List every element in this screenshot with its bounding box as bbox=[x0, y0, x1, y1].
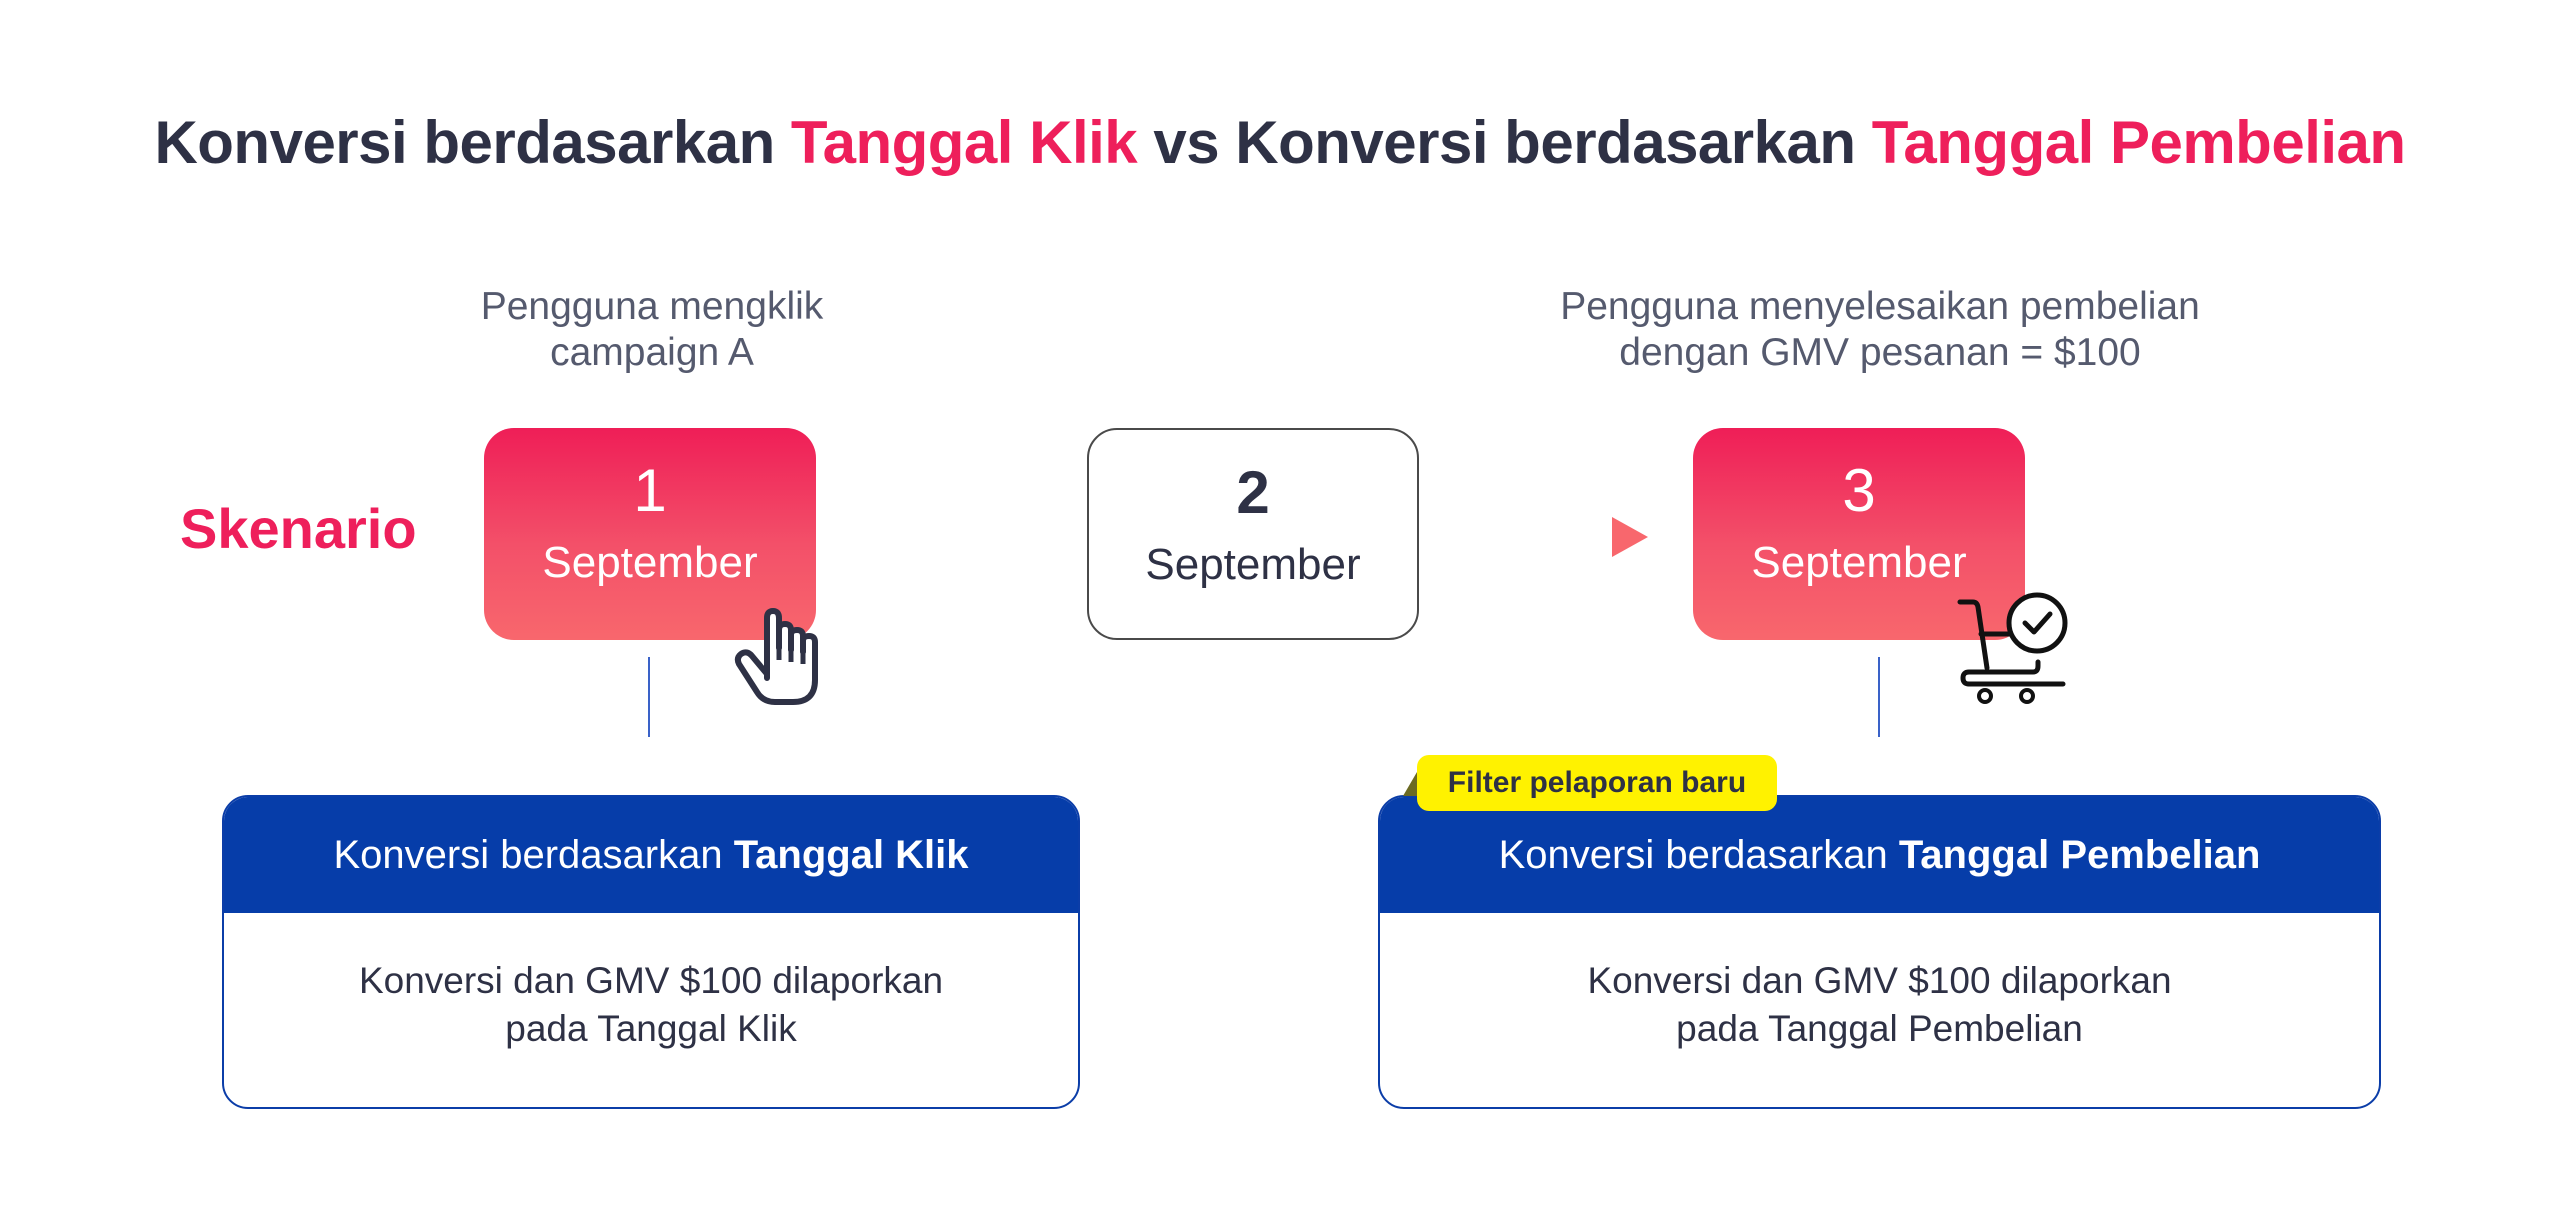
purchase-date-card: Konversi berdasarkan Tanggal Pembelian K… bbox=[1378, 795, 2381, 1109]
click-caption-line-2: campaign A bbox=[550, 331, 754, 374]
date-day: 1 bbox=[633, 457, 667, 524]
page-title: Konversi berdasarkan Tanggal Klik vs Kon… bbox=[0, 108, 2560, 177]
badge-fold bbox=[1403, 772, 1417, 796]
scenario-label: Skenario bbox=[180, 497, 417, 560]
date-box-day-3: 3 September bbox=[1693, 428, 2025, 640]
card-body-line-1: Konversi dan GMV $100 dilaporkan bbox=[1587, 960, 2172, 1001]
dashed-connector bbox=[866, 534, 1060, 540]
card-body-line-2: pada Tanggal Klik bbox=[505, 1008, 797, 1049]
card-header-bold: Tanggal Klik bbox=[733, 833, 969, 877]
purchase-caption-line-1: Pengguna menyelesaikan pembelian bbox=[1560, 285, 2200, 328]
date-day: 2 bbox=[1236, 459, 1270, 526]
card-body-line-2: pada Tanggal Pembelian bbox=[1676, 1008, 2083, 1049]
purchase-date-card-header: Konversi berdasarkan Tanggal Pembelian bbox=[1380, 797, 2379, 913]
date-month: September bbox=[1751, 538, 1967, 587]
card-header-text: Konversi berdasarkan bbox=[1498, 833, 1899, 877]
connector-line-purchase bbox=[1878, 657, 1880, 737]
date-month: September bbox=[1145, 540, 1361, 589]
purchase-caption: Pengguna menyelesaikan pembelian dengan … bbox=[1430, 284, 2330, 376]
card-body-line-1: Konversi dan GMV $100 dilaporkan bbox=[358, 960, 944, 1001]
purchase-caption-line-2: dengan GMV pesanan = $100 bbox=[1619, 331, 2141, 374]
arrow-connector bbox=[1438, 517, 1648, 557]
hand-pointer-icon bbox=[734, 608, 818, 705]
connector-line-click bbox=[648, 657, 650, 737]
card-header-text: Konversi berdasarkan bbox=[333, 833, 734, 877]
date-day: 3 bbox=[1842, 457, 1876, 524]
title-part-2: vs Konversi berdasarkan bbox=[1137, 109, 1872, 176]
title-highlight-purchase-date: Tanggal Pembelian bbox=[1871, 109, 2406, 176]
date-month: September bbox=[542, 538, 758, 587]
title-part-1: Konversi berdasarkan bbox=[154, 109, 791, 176]
click-date-card: Konversi berdasarkan Tanggal Klik Konver… bbox=[222, 795, 1080, 1109]
new-filter-badge: Filter pelaporan baru bbox=[1417, 755, 1777, 811]
title-highlight-click-date: Tanggal Klik bbox=[790, 109, 1138, 176]
card-header-bold: Tanggal Pembelian bbox=[1898, 833, 2261, 877]
click-date-card-body: Konversi dan GMV $100 dilaporkan pada Ta… bbox=[224, 913, 1078, 1053]
cart-check-icon bbox=[1957, 592, 2068, 704]
date-box-day-1: 1 September bbox=[484, 428, 816, 640]
click-caption-line-1: Pengguna mengklik bbox=[480, 285, 824, 328]
date-box-day-2: 2 September bbox=[1087, 428, 1419, 640]
click-date-card-header: Konversi berdasarkan Tanggal Klik bbox=[224, 797, 1078, 913]
click-caption: Pengguna mengklik campaign A bbox=[402, 284, 902, 376]
purchase-date-card-body: Konversi dan GMV $100 dilaporkan pada Ta… bbox=[1380, 913, 2379, 1053]
